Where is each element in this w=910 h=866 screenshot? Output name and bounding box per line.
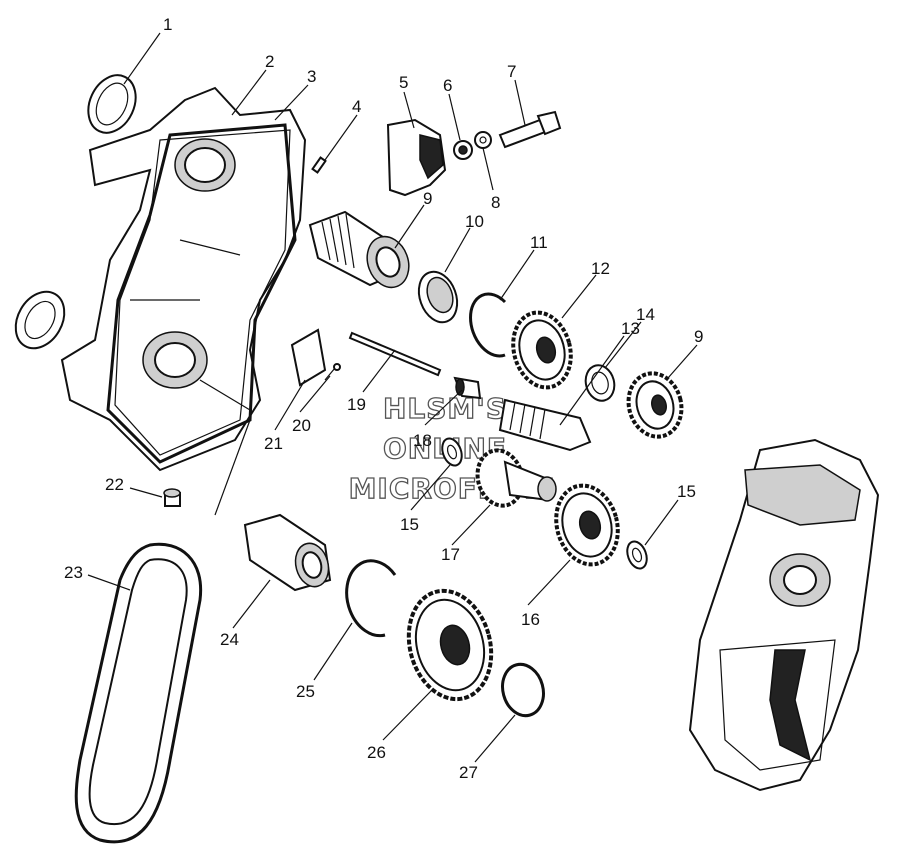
callout-7: 7	[507, 62, 516, 81]
part-26-large-gear	[406, 588, 494, 702]
callout-24: 24	[220, 630, 239, 649]
part-15-washer-a	[441, 437, 463, 467]
part-19-rod	[348, 331, 442, 377]
part-9-gear	[626, 371, 684, 439]
callout-21: 21	[264, 434, 283, 453]
part-7-bolt	[498, 110, 562, 149]
callout-8: 8	[491, 193, 500, 212]
callout-26: 26	[367, 743, 386, 762]
callout-10: 10	[465, 212, 484, 231]
part-13-shift-shaft	[498, 398, 592, 452]
part-8-washer	[474, 131, 492, 149]
part-17-cluster-gear	[475, 448, 557, 508]
callout-1: 1	[163, 15, 172, 34]
callout-11: 11	[530, 233, 548, 252]
part-21-plate	[290, 328, 327, 387]
part-11-snap-ring	[469, 292, 507, 358]
part-16-gear	[554, 483, 620, 567]
part-5-bracket	[386, 118, 447, 197]
callout-20: 20	[292, 416, 311, 435]
part-4-pin	[311, 156, 327, 174]
watermark-line-1: HLSM'S	[383, 392, 507, 425]
part-23-belt	[74, 542, 203, 844]
part-27-snap-ring	[501, 662, 545, 718]
part-12-gear	[511, 310, 573, 390]
callout-15: 15	[400, 515, 419, 534]
callout-6: 6	[443, 76, 452, 95]
part-15-washer-b	[626, 540, 648, 570]
part-25-snap-ring	[345, 559, 397, 638]
callout-2: 2	[265, 52, 274, 71]
callout-9b: 9	[694, 327, 703, 346]
part-24-hub	[243, 513, 332, 592]
part-2-housing	[60, 86, 307, 472]
callout-25: 25	[296, 682, 315, 701]
callout-18: 18	[413, 431, 432, 450]
part-6-nut	[453, 140, 473, 160]
callout-19: 19	[347, 395, 366, 414]
part-14-ring	[584, 364, 616, 402]
right-cover	[688, 438, 880, 792]
part-10-bearing	[417, 270, 459, 324]
part-3-gasket	[106, 123, 297, 464]
part-22-plug	[163, 488, 181, 507]
callout-16: 16	[521, 610, 540, 629]
callout-22: 22	[105, 475, 124, 494]
callout-12: 12	[591, 259, 610, 278]
seal-left	[14, 290, 66, 350]
callout-3: 3	[307, 67, 316, 86]
callout-13: 13	[621, 319, 640, 338]
callout-23: 23	[64, 563, 83, 582]
callout-4: 4	[352, 97, 361, 116]
callout-9: 9	[423, 189, 432, 208]
part-9-shaft	[308, 210, 410, 289]
callout-5: 5	[399, 73, 408, 92]
callout-15b: 15	[677, 482, 696, 501]
callout-14: 14	[636, 305, 655, 324]
callouts: 1 2 3 4 5 6 7 8 9 10 11 12 13 14 9 15 16…	[64, 15, 703, 782]
leader-lines	[87, 32, 698, 763]
part-18-sleeve	[453, 376, 482, 400]
callout-17: 17	[441, 545, 460, 564]
callout-27: 27	[459, 763, 478, 782]
part-20-screw	[324, 363, 341, 381]
part-1-seal	[87, 74, 137, 134]
